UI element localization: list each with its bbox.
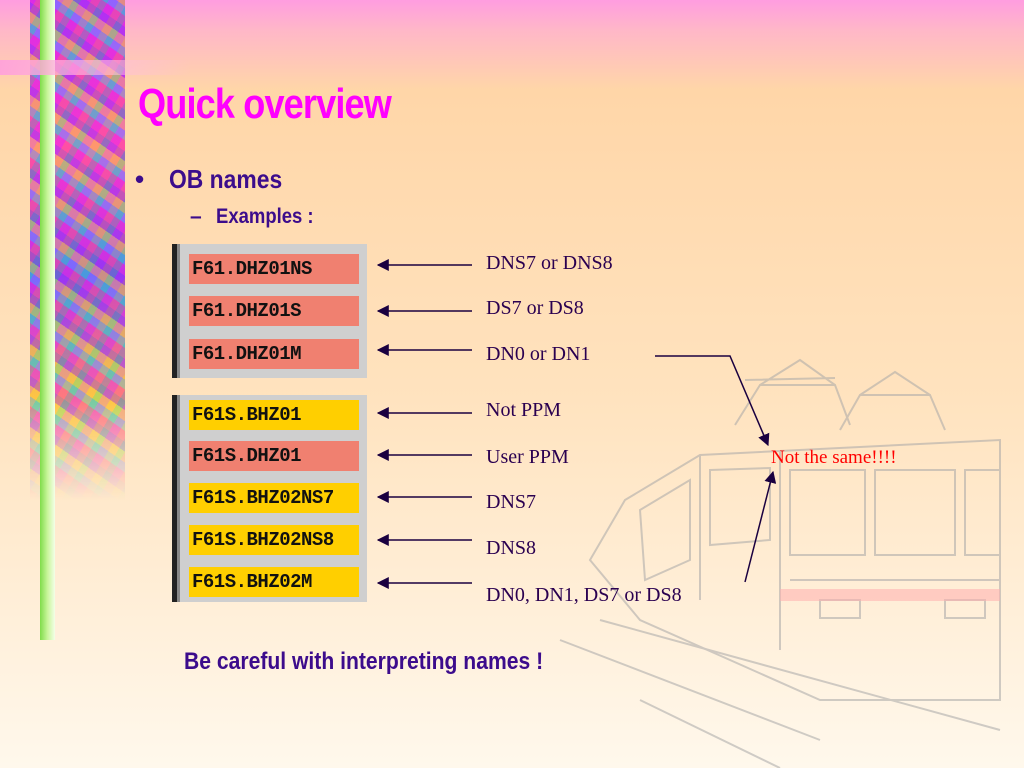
- note-label: DNS7 or DNS8: [486, 252, 613, 274]
- sub-bullet-text: Examples :: [216, 205, 314, 228]
- ob-item[interactable]: F61S.BHZ02NS8: [189, 525, 359, 555]
- note-label: DN0 or DN1: [486, 343, 591, 365]
- slide-title: Quick overview: [138, 80, 392, 127]
- connector-line: [655, 355, 770, 447]
- ob-item[interactable]: F61S.DHZ01: [189, 441, 359, 471]
- sub-bullet-examples: –Examples :: [190, 205, 327, 229]
- bullet-ob-names: • OB names: [135, 164, 298, 195]
- note-label: User PPM: [486, 446, 569, 468]
- decorative-vertical-stripe: [40, 0, 55, 640]
- connector-line: [744, 470, 777, 583]
- ob-item[interactable]: F61.DHZ01M: [189, 339, 359, 369]
- note-label: DNS8: [486, 537, 537, 559]
- note-label: DS7 or DS8: [486, 297, 584, 319]
- ob-list-2: F61S.BHZ01 F61S.DHZ01 F61S.BHZ02NS7 F61S…: [172, 395, 367, 602]
- bullet-text: OB names: [169, 164, 283, 194]
- ob-item[interactable]: F61S.BHZ02NS7: [189, 483, 359, 513]
- dash-icon: –: [190, 205, 202, 228]
- bullet-dot-icon: •: [135, 164, 145, 194]
- note-label: DNS7: [486, 491, 537, 513]
- ob-list-1: F61.DHZ01NS F61.DHZ01S F61.DHZ01M: [172, 244, 367, 378]
- note-label: DN0, DN1, DS7 or DS8: [486, 584, 682, 606]
- footer-note: Be careful with interpreting names !: [184, 648, 544, 675]
- ob-item[interactable]: F61S.BHZ02M: [189, 567, 359, 597]
- ob-item[interactable]: F61S.BHZ01: [189, 400, 359, 430]
- ob-item[interactable]: F61.DHZ01S: [189, 296, 359, 326]
- note-label: Not PPM: [486, 399, 562, 421]
- decorative-horizontal-band: [0, 60, 190, 75]
- ob-item[interactable]: F61.DHZ01NS: [189, 254, 359, 284]
- warning-text: Not the same!!!!: [771, 447, 897, 468]
